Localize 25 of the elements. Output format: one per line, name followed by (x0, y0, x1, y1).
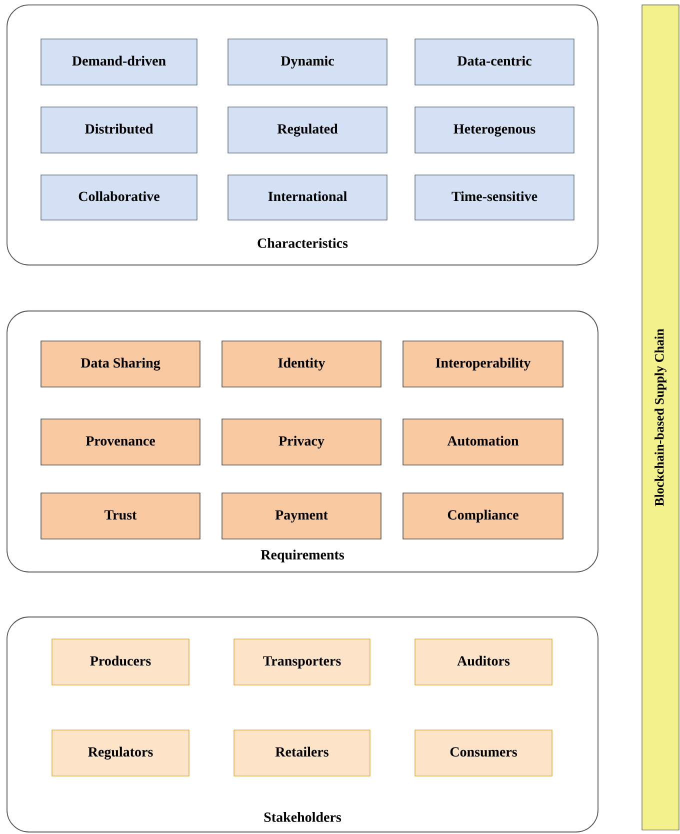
requirement-box: Interoperability (402, 340, 564, 388)
characteristic-box: Dynamic (228, 38, 388, 86)
stakeholder-box: Auditors (414, 638, 552, 686)
characteristic-box: Distributed (40, 106, 198, 154)
stakeholder-box: Transporters (234, 638, 370, 686)
characteristic-box: Time-sensitive (414, 174, 574, 220)
characteristic-box: International (228, 174, 388, 220)
characteristic-box: Regulated (228, 106, 388, 154)
stakeholder-box: Regulators (52, 730, 190, 776)
stakeholder-box: Retailers (234, 730, 370, 776)
title-band: Blockchain-based Supply Chain (642, 4, 680, 830)
characteristic-box: Data-centric (414, 38, 574, 86)
stakeholder-box: Consumers (414, 730, 552, 776)
requirement-box: Identity (222, 340, 382, 388)
characteristic-box: Demand-driven (40, 38, 198, 86)
requirement-box: Privacy (222, 418, 382, 466)
requirement-box: Trust (40, 492, 200, 540)
requirement-box: Compliance (402, 492, 564, 540)
requirement-box: Payment (222, 492, 382, 540)
requirement-box: Data Sharing (40, 340, 200, 388)
characteristic-box: Collaborative (40, 174, 198, 220)
requirement-box: Automation (402, 418, 564, 466)
requirement-box: Provenance (40, 418, 200, 466)
characteristic-box: Heterogenous (414, 106, 574, 154)
stakeholder-box: Producers (52, 638, 190, 686)
